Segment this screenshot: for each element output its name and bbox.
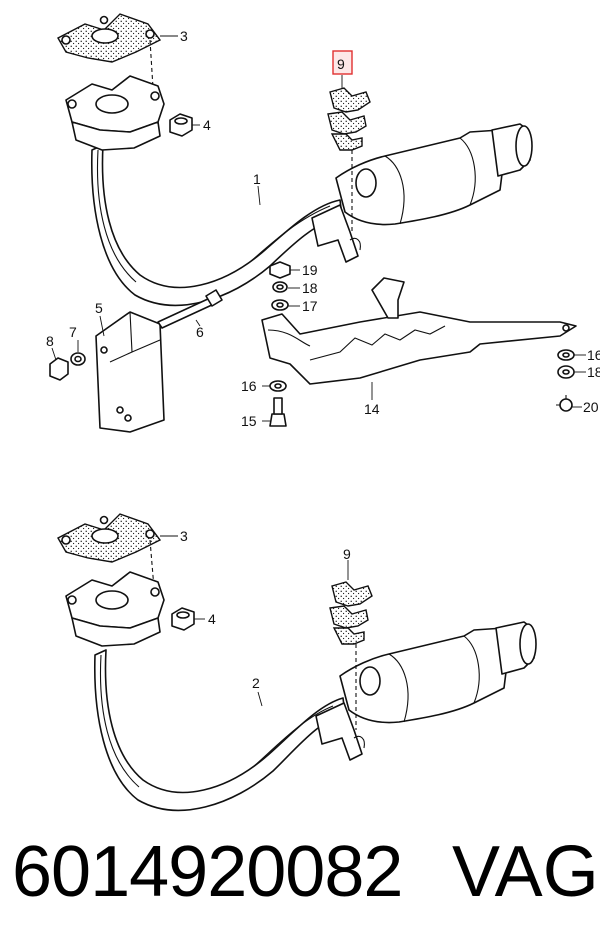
callout-3-upper: 3 — [180, 28, 188, 44]
highlight-box-9 — [332, 50, 353, 75]
callout-14: 14 — [364, 401, 380, 417]
callout-15: 15 — [241, 413, 257, 429]
callout-8: 8 — [46, 333, 54, 349]
bracket-5 — [95, 311, 165, 433]
callout-17: 17 — [302, 298, 318, 314]
hanger-bracket-lower — [315, 702, 365, 761]
callout-6: 6 — [196, 324, 204, 340]
exhaust-parts-diagram: 3 4 1 9 19 18 17 16 15 14 16 18 20 5 6 7… — [46, 13, 600, 812]
callout-1: 1 — [253, 171, 261, 187]
catalytic-converter-lower — [339, 621, 537, 724]
callout-16-right: 16 — [587, 347, 600, 363]
callout-20: 20 — [583, 399, 599, 415]
catalytic-converter-upper — [335, 123, 533, 226]
part-number: 6014920082 — [12, 832, 403, 912]
bolt-6 — [157, 289, 223, 329]
heat-shield-14 — [261, 277, 577, 385]
callout-9-lower: 9 — [343, 546, 351, 562]
callout-4-upper: 4 — [203, 117, 211, 133]
hanger-bracket-upper — [311, 204, 361, 263]
callout-2: 2 — [252, 675, 260, 691]
nut-8 — [49, 357, 69, 381]
washer-16 — [269, 380, 287, 392]
washer-16-right — [557, 349, 575, 361]
gasket-3 — [57, 13, 162, 63]
callout-5: 5 — [95, 300, 103, 316]
callout-18-right: 18 — [587, 364, 600, 380]
lock-washer-18-right — [557, 365, 575, 379]
callout-18-left: 18 — [302, 280, 318, 296]
callout-16-left: 16 — [241, 378, 257, 394]
rubber-mount-9-lower — [329, 581, 373, 645]
callout-4-lower: 4 — [208, 611, 216, 627]
nut-19 — [269, 261, 291, 279]
callout-19: 19 — [302, 262, 318, 278]
lower-assembly: 3 4 2 9 — [57, 513, 537, 812]
callout-3-lower: 3 — [180, 528, 188, 544]
lock-washer-18 — [272, 281, 288, 293]
washer-17 — [271, 299, 289, 311]
gasket-3-lower — [57, 513, 162, 563]
pipe-flange — [65, 75, 165, 151]
brand-label: VAG — [452, 832, 599, 912]
upper-assembly: 3 4 1 9 19 18 17 16 15 14 16 18 20 5 6 7… — [46, 13, 600, 433]
rubber-mount-9 — [327, 87, 371, 151]
bolt-15 — [269, 397, 287, 427]
callout-7: 7 — [69, 324, 77, 340]
nut-4 — [169, 113, 193, 137]
screw-20 — [556, 395, 573, 412]
front-pipe-2 — [93, 649, 346, 812]
pipe-flange-lower — [65, 571, 165, 647]
nut-4-lower — [171, 607, 195, 631]
stud-line-3-lower — [149, 539, 157, 613]
washer-7 — [70, 352, 86, 366]
callout-9-upper: 9 — [337, 56, 345, 72]
